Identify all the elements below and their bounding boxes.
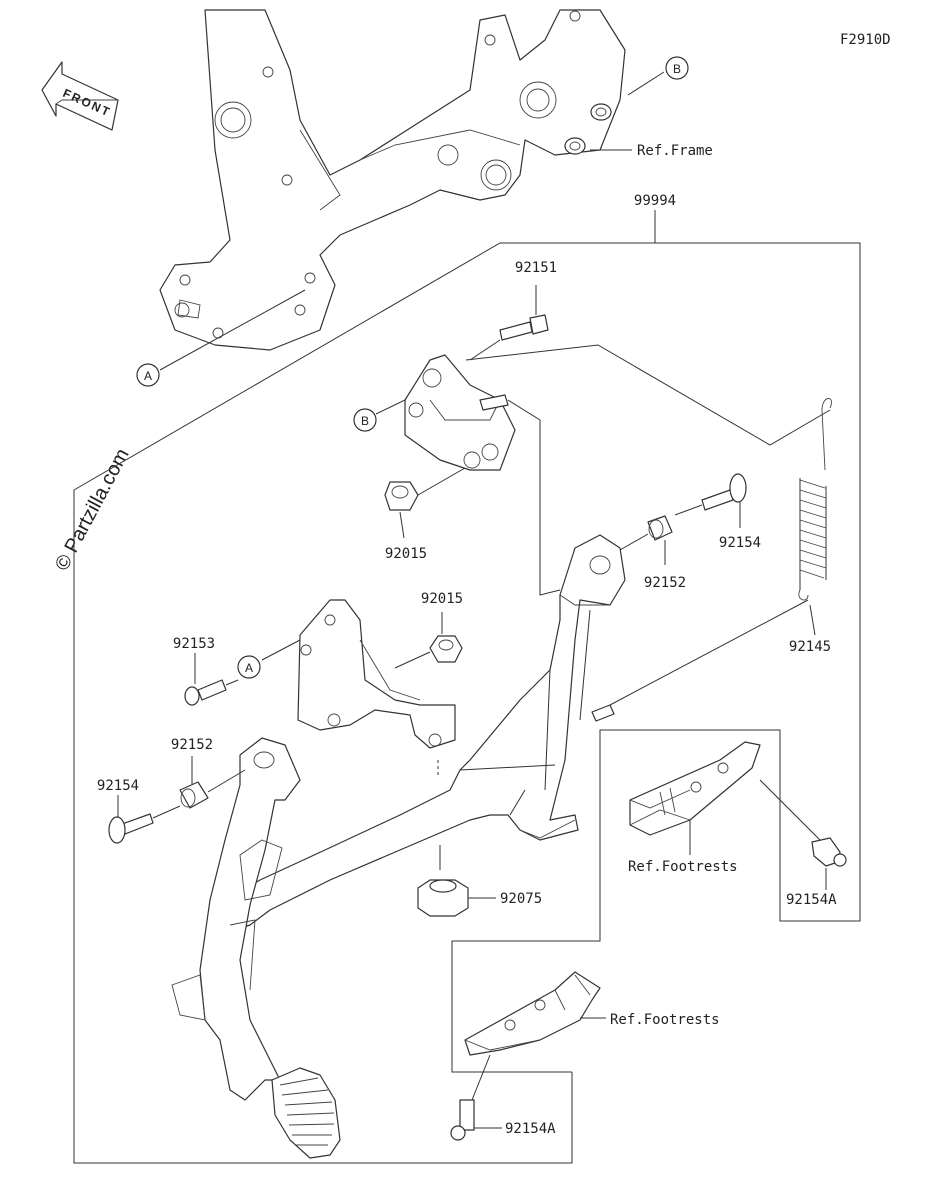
bolt-92151 <box>469 285 549 361</box>
label-92154-right: 92154 <box>719 535 761 551</box>
callout-b-mid: B <box>353 399 406 432</box>
callout-a-top: A <box>136 363 160 387</box>
main-stand <box>224 534 626 931</box>
label-ref-footrests-1: Ref.Footrests <box>628 859 738 875</box>
side-stand <box>171 737 301 1101</box>
footrest-left <box>464 971 606 1111</box>
label-92145: 92145 <box>789 639 831 655</box>
callout-b-top: B <box>665 56 689 80</box>
label-92153: 92153 <box>173 636 215 652</box>
label-92152-left: 92152 <box>171 737 213 753</box>
footrest-right <box>629 741 821 855</box>
svg-text:A: A <box>144 369 152 383</box>
frame-part <box>159 9 626 351</box>
svg-text:A: A <box>245 661 253 675</box>
collar-92152-left <box>179 756 246 809</box>
nut-92015-mid <box>394 612 463 669</box>
spring-92145 <box>609 398 832 706</box>
svg-text:B: B <box>361 414 369 428</box>
pivot-pin <box>479 394 509 411</box>
label-92015-mid: 92015 <box>421 591 463 607</box>
bolt-92154a-bottom <box>450 1099 502 1141</box>
label-92075: 92075 <box>500 891 542 907</box>
label-99994: 99994 <box>634 193 676 209</box>
pedal-pad <box>271 1067 341 1159</box>
label-92015-top: 92015 <box>385 546 427 562</box>
callout-a-mid: A <box>237 655 261 679</box>
frame-bushing <box>564 103 612 155</box>
stand-bracket-b <box>404 354 516 471</box>
label-ref-footrests-2: Ref.Footrests <box>610 1012 720 1028</box>
front-arrow-icon: FRONT <box>41 61 119 131</box>
label-92151: 92151 <box>515 260 557 276</box>
watermark: © Partzilla.com <box>51 445 134 574</box>
label-92154a-bottom: 92154A <box>505 1121 556 1137</box>
damper-92075 <box>417 760 496 917</box>
stopper-pin <box>591 704 615 722</box>
label-92154-left: 92154 <box>97 778 139 794</box>
label-92154a-right: 92154A <box>786 892 837 908</box>
label-ref-frame: Ref.Frame <box>637 143 713 159</box>
bolt-92154-right <box>674 473 747 528</box>
stand-bracket-a <box>297 599 456 749</box>
bolt-92154a-right <box>811 837 847 890</box>
diagram-id: F2910D <box>840 32 891 48</box>
bolt-92154-left <box>108 795 181 844</box>
label-92152-right: 92152 <box>644 575 686 591</box>
collar-92152-right <box>619 515 673 565</box>
bolt-92153 <box>184 639 301 706</box>
nut-92015-top <box>384 467 466 539</box>
svg-text:B: B <box>673 62 681 76</box>
